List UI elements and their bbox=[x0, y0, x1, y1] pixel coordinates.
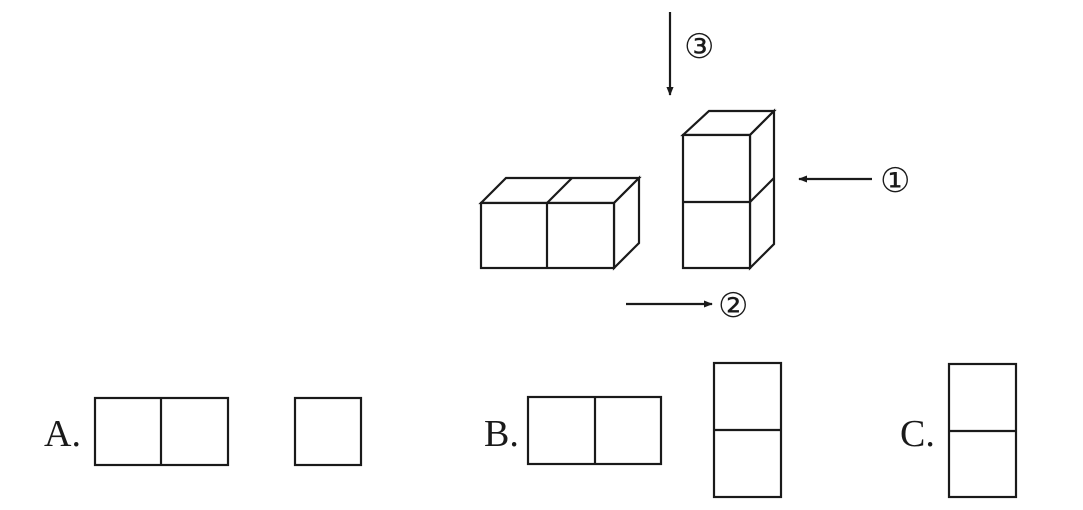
horizontal-cube-pair bbox=[478, 175, 642, 271]
view-arrow-3: ③ bbox=[666, 12, 714, 96]
option-c: C. bbox=[900, 362, 1018, 499]
option-a: A. bbox=[44, 396, 363, 467]
option-a-label: A. bbox=[44, 413, 81, 455]
option-b: B. bbox=[484, 361, 783, 499]
vertical-cube-stack bbox=[680, 108, 777, 271]
view-arrow-2: ② bbox=[626, 288, 748, 325]
view-marker-1: ① bbox=[880, 163, 910, 200]
solid-3d bbox=[478, 108, 777, 271]
view-marker-2: ② bbox=[718, 288, 748, 325]
view-arrow-1: ① bbox=[798, 163, 910, 200]
option-c-label: C. bbox=[900, 413, 935, 455]
view-marker-3: ③ bbox=[684, 29, 714, 66]
option-a-single-square bbox=[293, 396, 363, 467]
option-b-label: B. bbox=[484, 413, 519, 455]
